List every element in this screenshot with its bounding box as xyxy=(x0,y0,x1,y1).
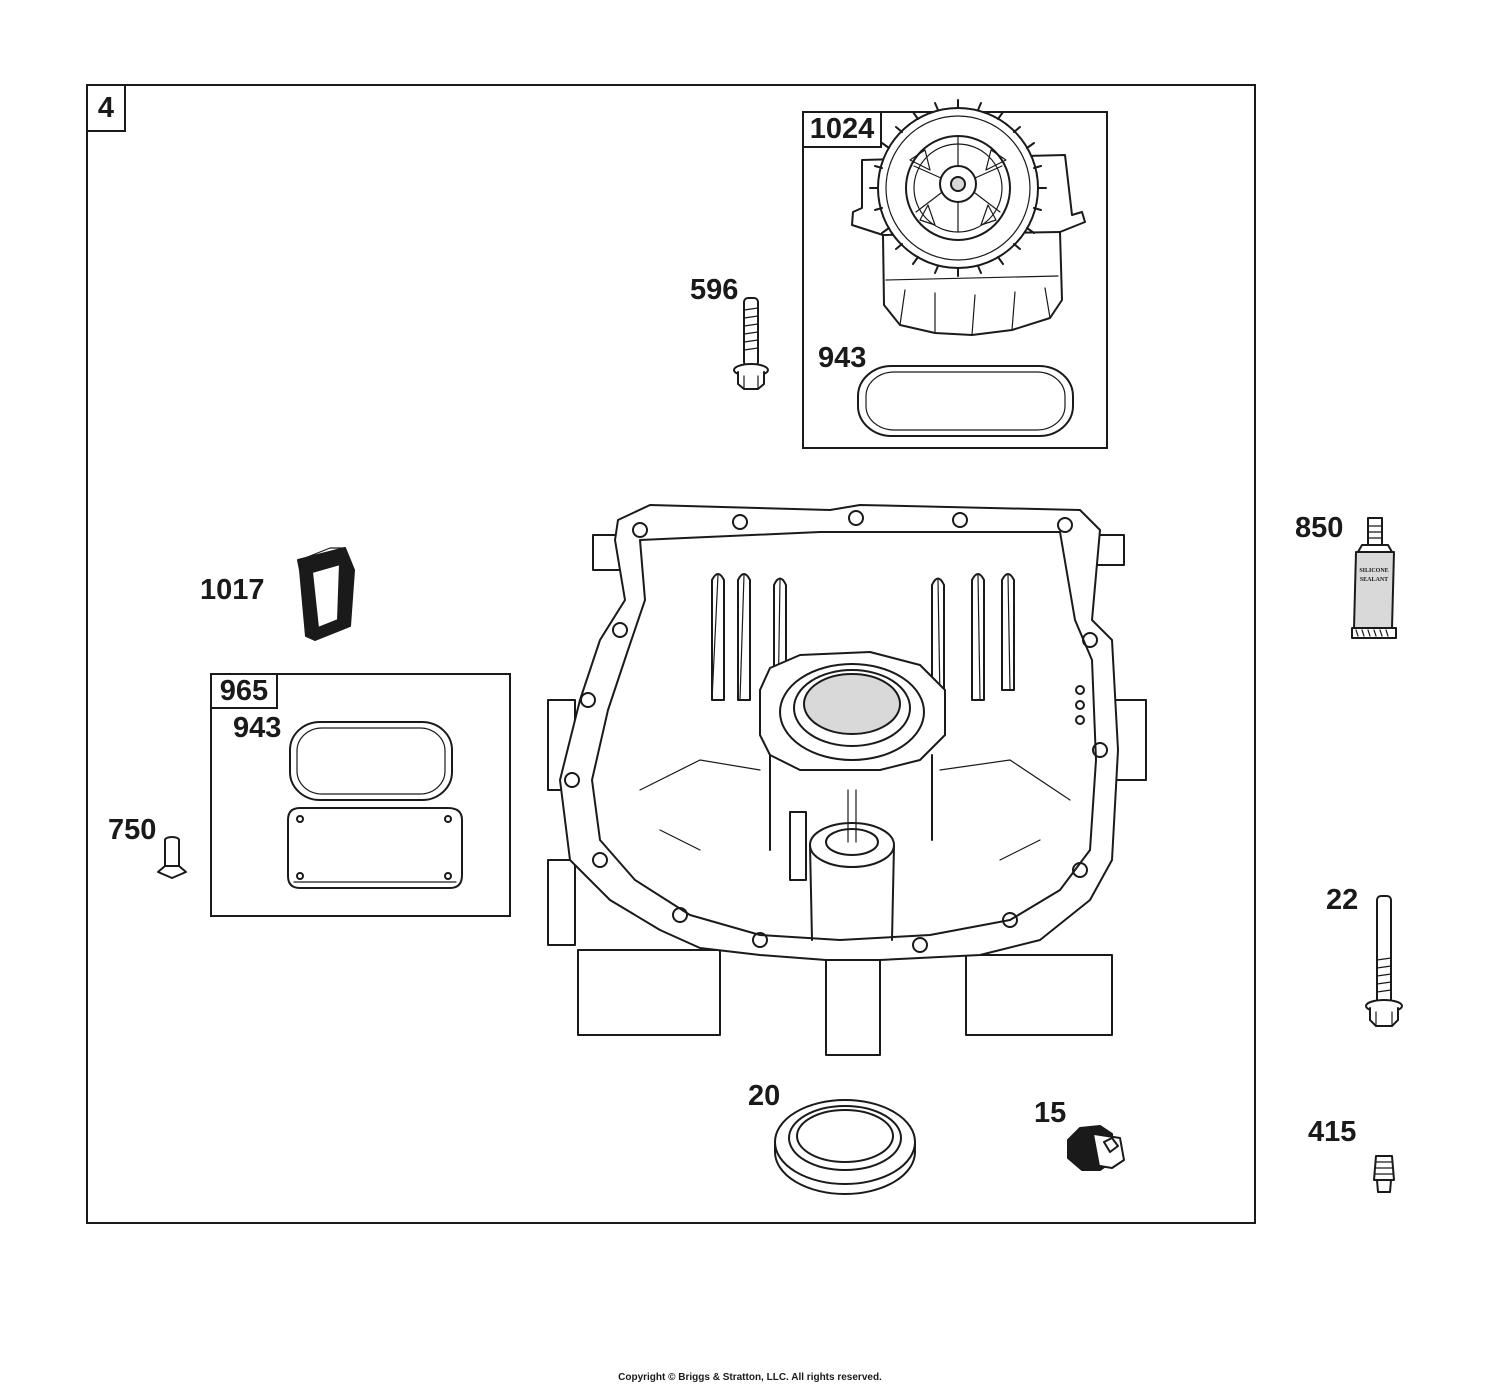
callout-943-upper: 943 xyxy=(818,342,867,374)
pipe-plug-drawing xyxy=(1373,1155,1395,1193)
sealant-tube-drawing xyxy=(1351,517,1397,639)
callout-750: 750 xyxy=(108,814,157,846)
main-frame-label: 4 xyxy=(86,84,126,132)
callout-22: 22 xyxy=(1326,884,1359,916)
bolt-upper-drawing xyxy=(733,297,769,390)
cover-plate-drawing xyxy=(287,807,463,889)
gasket-lower-drawing xyxy=(289,721,453,801)
oil-seal-drawing xyxy=(774,1099,916,1195)
drain-plug-drawing xyxy=(1067,1125,1125,1171)
sealant-tube-text-1: SILICONE xyxy=(1359,568,1389,574)
callout-943-lower: 943 xyxy=(233,712,282,744)
cover-kit-box-label: 965 xyxy=(210,673,278,709)
cover-kit-box xyxy=(210,673,511,917)
callout-15: 15 xyxy=(1034,1097,1067,1129)
copyright-notice: Copyright © Briggs & Stratton, LLC. All … xyxy=(618,1372,882,1383)
callout-415: 415 xyxy=(1308,1116,1357,1148)
callout-850: 850 xyxy=(1295,512,1344,544)
main-frame xyxy=(86,84,1256,1224)
sealant-tube-text-2: SEALANT xyxy=(1359,577,1389,583)
screw-drawing xyxy=(157,836,187,879)
callout-596: 596 xyxy=(690,274,739,306)
bolt-right-drawing xyxy=(1365,895,1403,1027)
callout-1017: 1017 xyxy=(200,574,265,606)
breather-drawing xyxy=(297,547,355,641)
callout-20: 20 xyxy=(748,1080,781,1112)
gasket-upper-drawing xyxy=(857,365,1074,437)
gear-kit-box-label: 1024 xyxy=(802,111,882,148)
gear-assembly-drawing xyxy=(851,99,1086,336)
sump-drawing xyxy=(547,504,1147,1056)
